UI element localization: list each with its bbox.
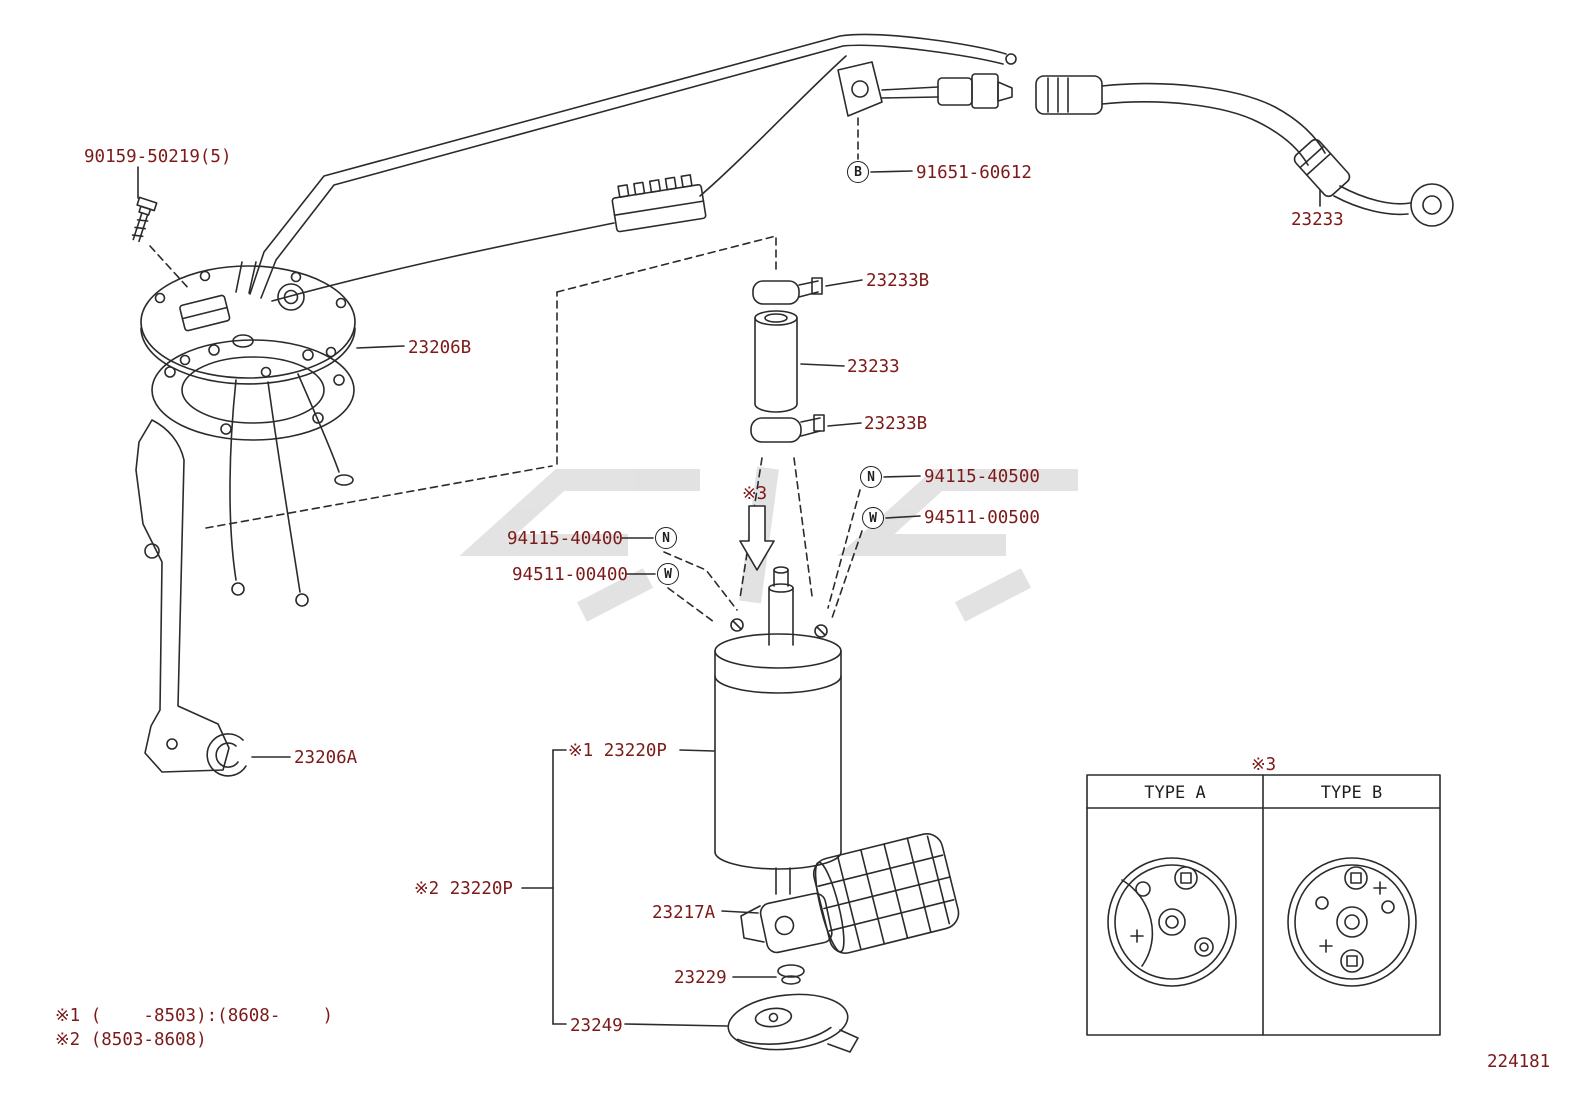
part-label-23206A: 23206A <box>294 748 358 768</box>
callout-N-left-icon: N <box>655 527 677 549</box>
dashed-assembly-links <box>149 117 863 623</box>
tube-bracket-drawing <box>837 61 1013 117</box>
filter-drum-drawing <box>812 833 960 954</box>
table-header-type-b: TYPE B <box>1320 783 1383 803</box>
part-label-94511-00500: 94511-00500 <box>924 508 1040 528</box>
table-header-type-a: TYPE A <box>1144 783 1206 803</box>
screw-icon <box>131 196 158 243</box>
callout-W-left-icon: W <box>657 563 679 585</box>
harness-connector-drawing <box>611 174 707 233</box>
part-label-23233B-lower: 23233B <box>864 414 928 434</box>
part-label-23206B: 23206B <box>408 338 472 358</box>
callout-N-right-icon: N <box>860 466 882 488</box>
hose-clamp-stack-drawing <box>750 277 863 443</box>
callout-leader-lines <box>621 170 921 575</box>
fuel-pump-drawing <box>714 566 960 1053</box>
part-label-94115-40400: 94115-40400 <box>507 529 623 549</box>
part-label-23233-right: 23233 <box>1291 210 1344 230</box>
callout-B-icon: B <box>847 161 869 183</box>
part-label-23233-mid: 23233 <box>847 357 900 377</box>
part-label-23229: 23229 <box>674 968 727 988</box>
doc-number: 224181 <box>1487 1052 1551 1072</box>
part-label-23217A: 23217A <box>652 903 716 923</box>
type-table-drawing <box>1086 774 1441 1036</box>
ref3-down-arrow-icon <box>739 505 775 571</box>
fuel-sender-drawing <box>131 166 405 777</box>
ref3-mark: ※3 <box>742 484 768 504</box>
part-label-23220P-ref2: ※2 23220P <box>414 879 513 899</box>
part-label-90159-50219: 90159-50219(5) <box>84 147 232 167</box>
part-label-94115-40500: 94115-40500 <box>924 467 1040 487</box>
assembly-bracket-lines <box>521 749 728 1027</box>
part-label-91651-60612: 91651-60612 <box>916 163 1032 183</box>
part-label-94511-00400: 94511-00400 <box>512 565 628 585</box>
fuel-tube-assembly-drawing <box>249 33 1017 302</box>
footnote-2: ※2 (8503-8608) <box>55 1030 207 1050</box>
fuel-hose-right-drawing <box>1035 75 1454 227</box>
part-label-23249: 23249 <box>570 1016 623 1036</box>
strainer-drawing <box>727 993 849 1051</box>
part-label-23233B-upper: 23233B <box>866 271 930 291</box>
table-ref3-mark: ※3 <box>1251 755 1277 775</box>
callout-W-right-icon: W <box>862 507 884 529</box>
footnote-1: ※1 ( -8503):(8608- ) <box>55 1006 334 1026</box>
part-label-23220P-ref1: ※1 23220P <box>568 741 667 761</box>
